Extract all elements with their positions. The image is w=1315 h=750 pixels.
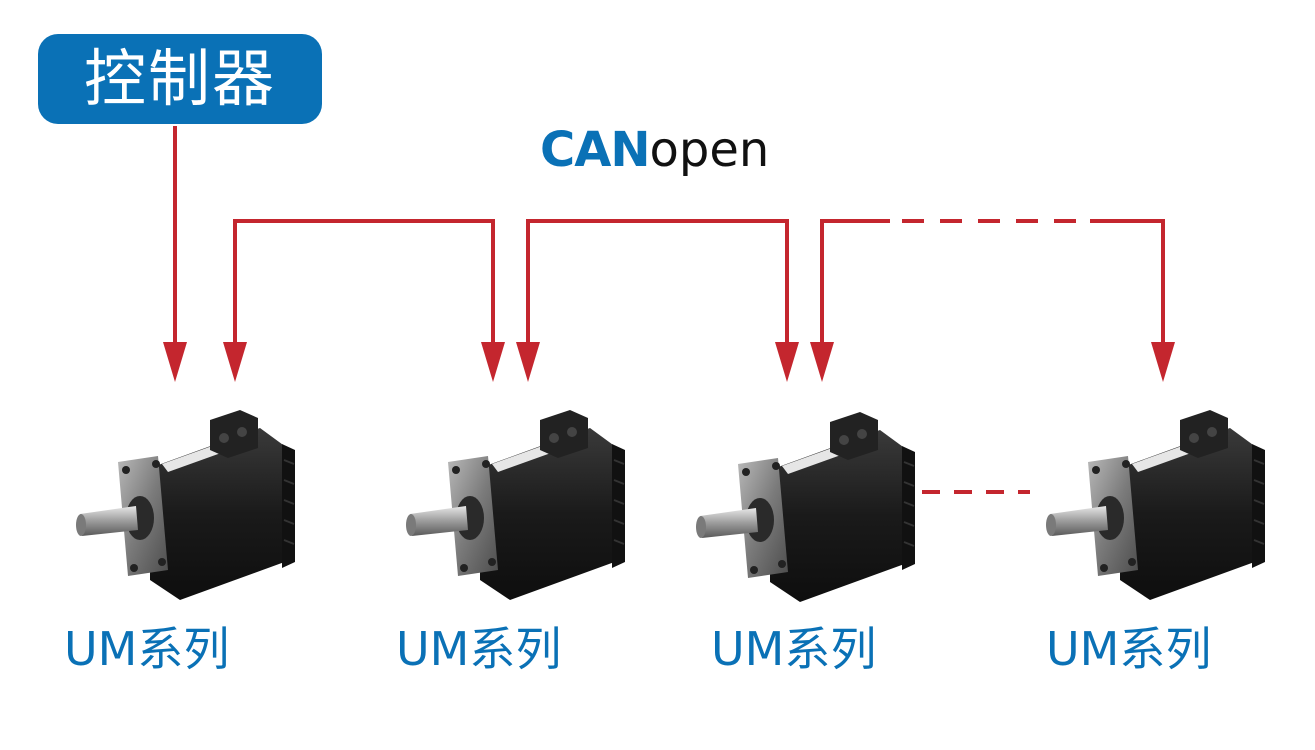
canopen-title-can: CAN [540,122,651,178]
controller-label: 控制器 [83,42,276,115]
canopen-title-open: open [649,122,770,178]
motor-label-1: UM系列 [64,622,230,676]
motor-label-3: UM系列 [711,622,877,676]
controller-to-motor-1-arrow [163,126,187,382]
servo-motor-icon [695,411,916,603]
controller-box: 控制器 [38,34,322,124]
servo-motor-icon [75,409,296,601]
canopen-title: CANopen [540,126,769,174]
servo-motor-icon [1045,409,1266,601]
motor-label-4: UM系列 [1046,622,1212,676]
bus-segment-2 [516,219,799,382]
servo-motor-icon [405,409,626,601]
bus-segment-1 [223,219,505,382]
motor-label-2: UM系列 [396,622,562,676]
bus-segment-3 [810,219,1175,382]
